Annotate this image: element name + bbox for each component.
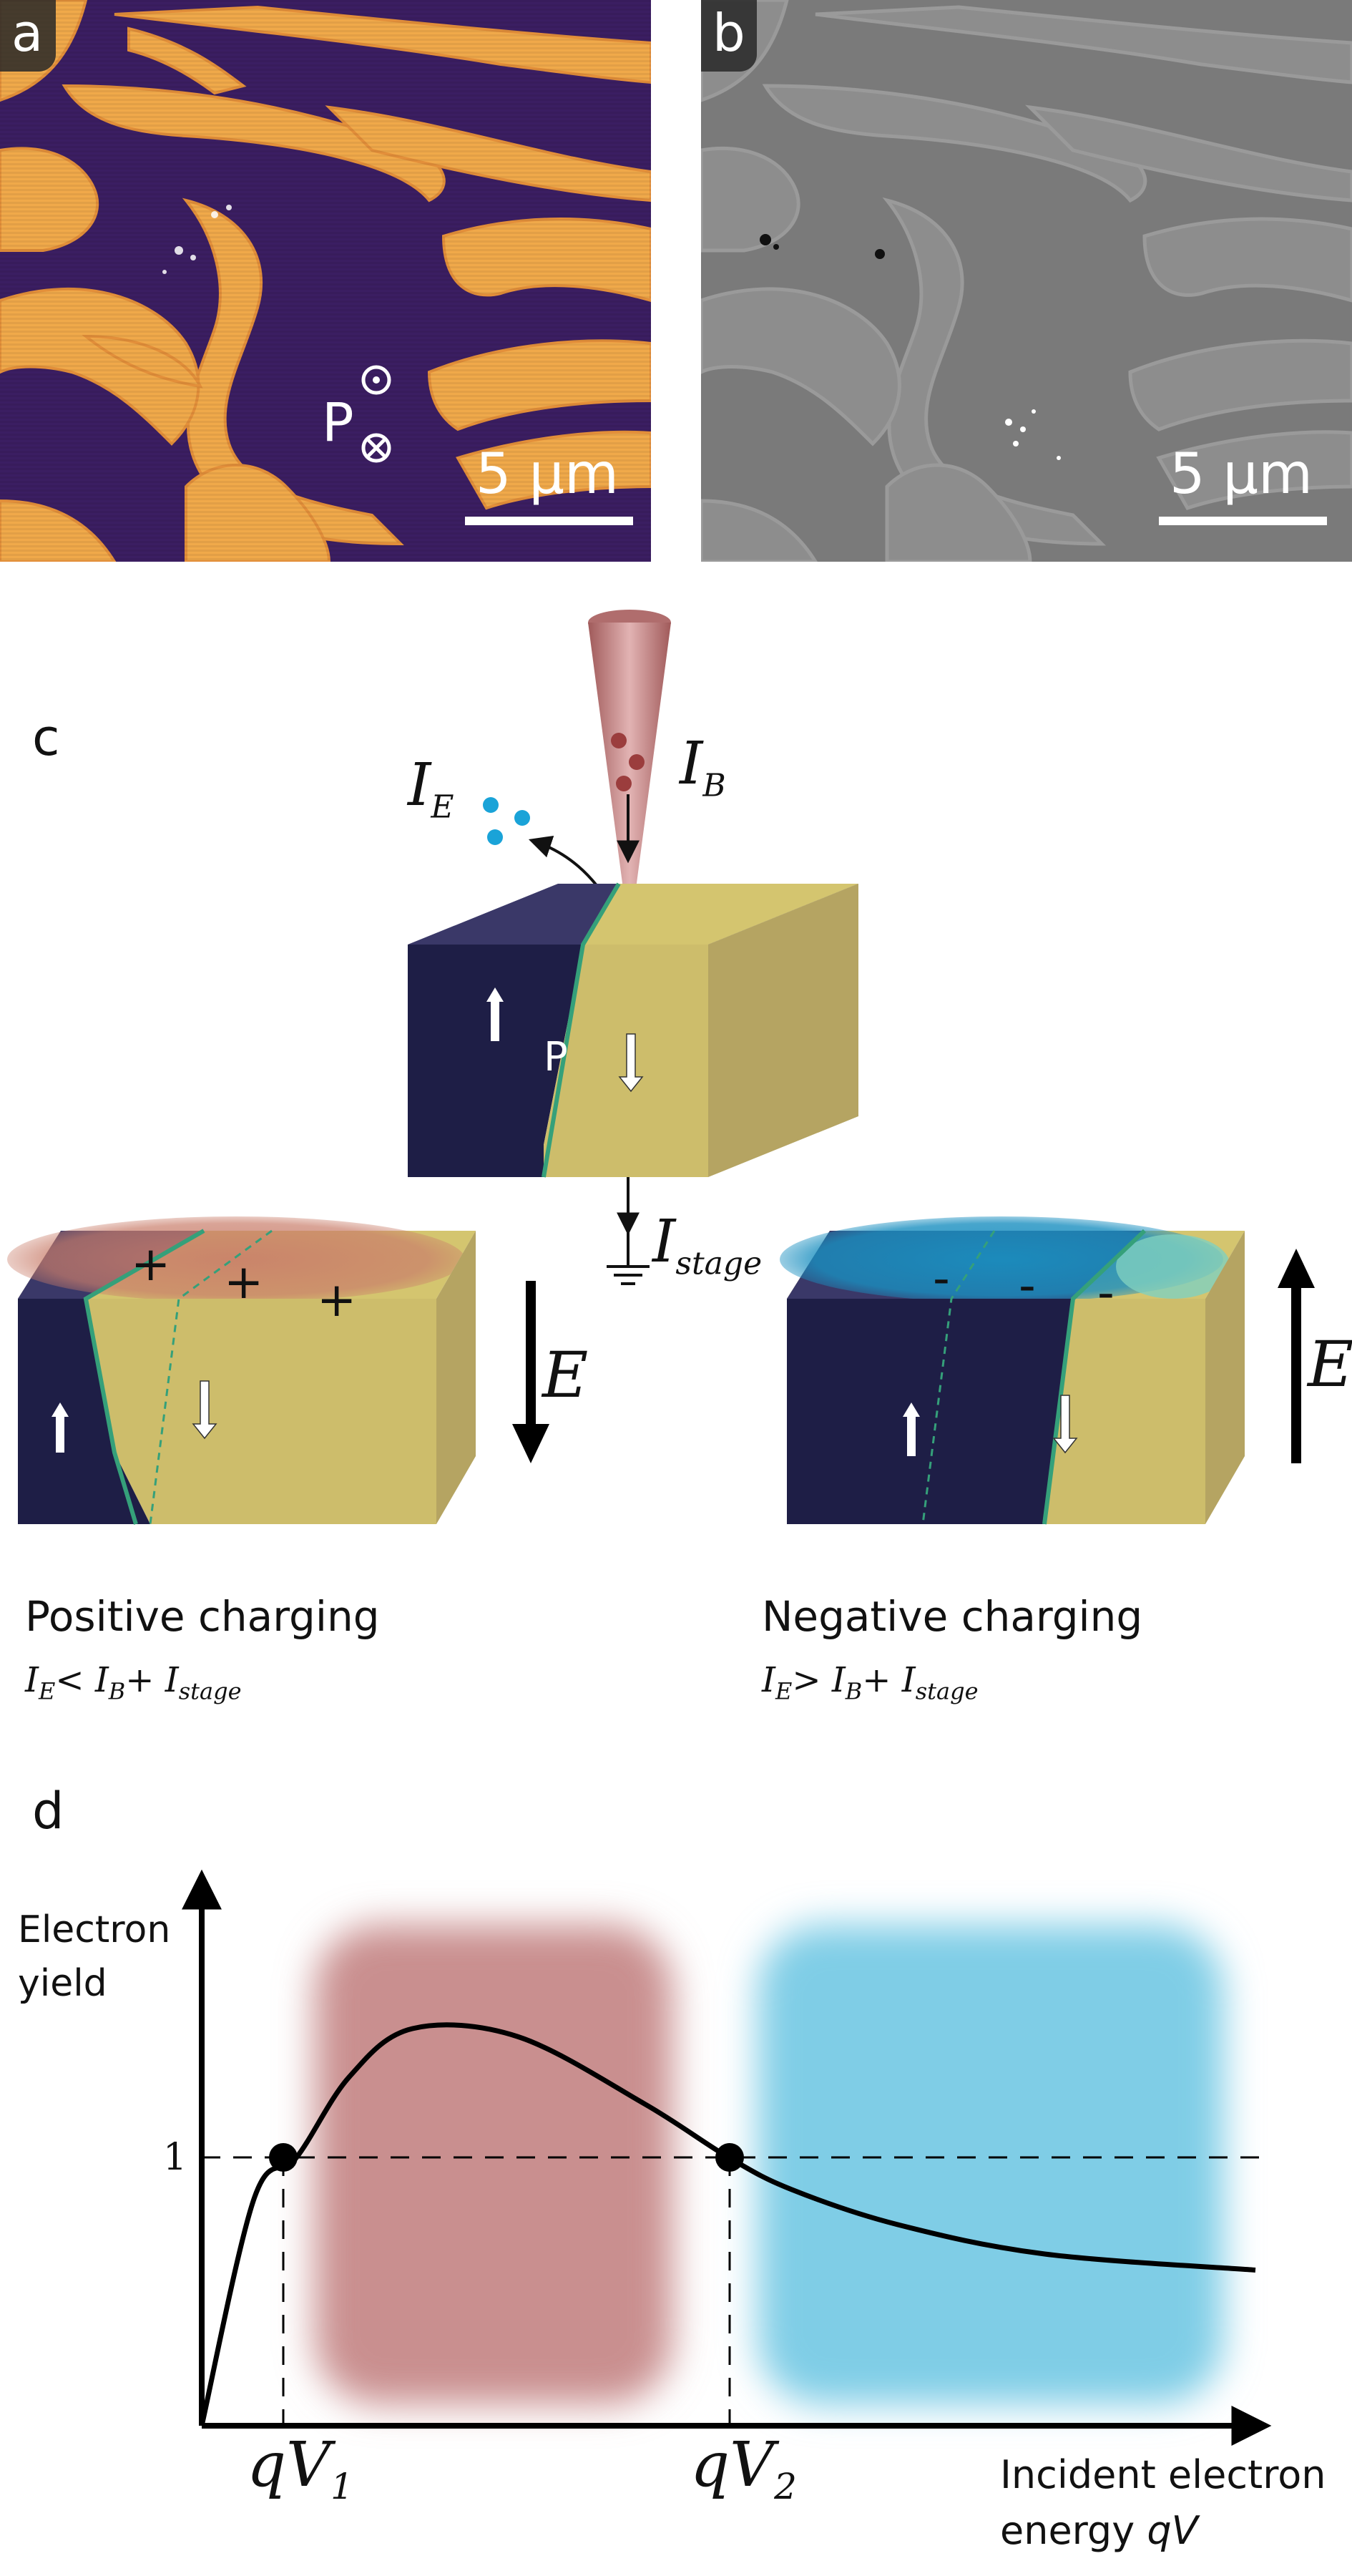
center-polarization-label: P (544, 1034, 568, 1080)
qv1-label: qV1 (247, 2429, 353, 2508)
electron-yield-chart (182, 1869, 1272, 2446)
negative-charging-region (758, 1925, 1223, 2404)
minus-charge-2: - (1019, 1258, 1036, 1313)
panel-b-scalebar (1159, 517, 1327, 525)
electron-beam-tip (588, 610, 671, 937)
plus-charge-2: + (224, 1254, 264, 1309)
emitted-current-label: IE (408, 751, 454, 826)
panel-a-label-box: a (0, 0, 56, 72)
into-plane-cross-icon (361, 433, 391, 463)
panel-d-label: d (32, 1782, 64, 1840)
panel-c-schematic (7, 610, 1315, 1525)
positive-charging-region (315, 1925, 672, 2404)
positive-charging-formula: IE< IB+ Istage (25, 1660, 242, 1705)
panel-a-label: a (11, 3, 44, 63)
negative-charging-caption: Negative charging (762, 1592, 1143, 1641)
field-arrow-down (512, 1281, 549, 1463)
panel-b-scale-text: 5 µm (1170, 442, 1313, 507)
ground-symbol (607, 1177, 650, 1285)
minus-charge-3: - (1097, 1265, 1115, 1320)
field-arrow-up (1278, 1249, 1315, 1463)
positive-charging-caption: Positive charging (25, 1592, 380, 1641)
panel-b-sem-image: b 5 µm (701, 0, 1352, 562)
negative-charging-formula: IE> IB+ Istage (762, 1660, 979, 1705)
panel-b-label: b (712, 3, 745, 63)
panel-a-pfm-image: a P 5 µm (0, 0, 651, 562)
qv2-label: qV2 (690, 2429, 797, 2508)
beam-current-label: IB (680, 730, 726, 804)
pfm-domain-map (0, 0, 651, 562)
qv1-crossing-point (269, 2143, 298, 2172)
qv2-crossing-point (715, 2143, 744, 2172)
panel-c-label: c (32, 708, 60, 767)
plus-charge-3: + (317, 1272, 357, 1327)
minus-charge-1: - (933, 1251, 950, 1306)
field-label-left: E (542, 1338, 589, 1412)
negative-charging-block (780, 1216, 1245, 1525)
plus-charge-1: + (131, 1236, 171, 1292)
positive-charging-block (7, 1216, 476, 1525)
out-of-plane-dot-icon (361, 365, 391, 395)
sem-domain-map (701, 0, 1352, 562)
y-tick-1: 1 (163, 2136, 187, 2179)
field-label-right: E (1308, 1327, 1352, 1401)
stage-current-label: Istage (652, 1208, 763, 1282)
central-ferroelectric-block (408, 882, 858, 1178)
panel-a-scalebar (465, 517, 633, 525)
panel-a-scale-text: 5 µm (476, 442, 619, 507)
panel-a-polarization-label: P (322, 392, 354, 454)
panel-b-label-box: b (701, 0, 757, 72)
